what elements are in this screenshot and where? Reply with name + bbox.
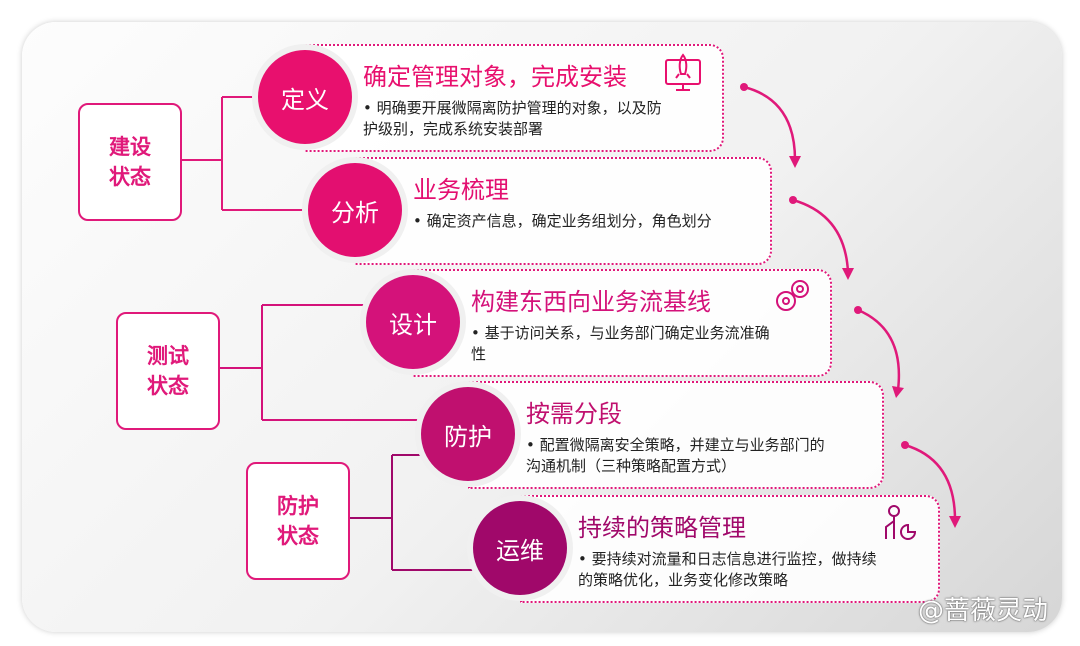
rocket-monitor-icon [665,53,701,91]
step-description: 明确要开展微隔离防护管理的对象，以及防护级别，完成系统安装部署 [363,98,663,140]
step-circle: 防护 [421,387,515,481]
person-chart-icon [885,505,917,540]
arrow-4 [904,443,957,521]
step-description: 要持续对流量和日志信息进行监控，做持续的策略优化，业务变化修改策略 [578,549,878,591]
arrow-3 [857,308,901,391]
step-title: 业务梳理 [413,176,509,204]
step-description: 基于访问关系，与业务部门确定业务流准确性 [471,323,771,365]
step-title: 按需分段 [526,400,622,428]
connector-build [180,96,310,211]
step-circle: 运维 [473,501,567,595]
step-title: 构建东西向业务流基线 [471,288,711,316]
gears-icon [776,280,809,311]
arrow-1 [743,85,797,161]
step-title: 持续的策略管理 [578,514,746,542]
step-circle: 设计 [366,275,460,369]
arrow-2 [792,198,850,273]
watermark: @蔷薇灵动 [918,596,1049,626]
step-description: 确定资产信息，确定业务组划分，角色划分 [413,211,713,232]
step-description: 配置微隔离安全策略，并建立与业务部门的沟通机制（三种策略配置方式） [526,435,826,477]
state-test: 测试状态 [116,312,220,430]
step-circle: 分析 [308,163,402,257]
connector-protect [348,454,475,571]
connector-test [218,304,420,421]
state-build: 建设状态 [78,103,182,221]
step-title: 确定管理对象，完成安装 [363,63,627,91]
step-circle: 定义 [258,50,352,144]
state-protect: 防护状态 [246,462,350,580]
